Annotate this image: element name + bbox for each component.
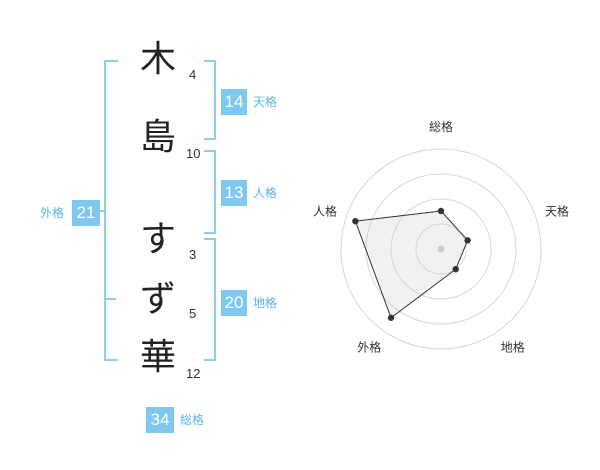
- radar-point-4: [387, 314, 395, 321]
- stroke-count-1: 4: [189, 67, 197, 82]
- tenkaku-bracket: [204, 60, 216, 140]
- radar-ring-1: [415, 223, 467, 275]
- name-char-5: 華: [140, 337, 177, 378]
- name-char-1: 木: [140, 39, 177, 80]
- gaikaku-value-badge: 21: [72, 200, 100, 226]
- radar-axis-label-1: 総格: [429, 119, 453, 134]
- chikaku-bracket: [204, 238, 216, 361]
- jinkaku-value-badge: 13: [221, 180, 247, 206]
- radar-axis-label-4: 外格: [357, 340, 381, 355]
- name-char-2: 島: [140, 117, 177, 158]
- radar-point-1: [437, 207, 445, 215]
- radar-point-3: [452, 266, 459, 273]
- outer-bracket: [104, 60, 118, 361]
- stroke-count-3: 3: [189, 247, 197, 262]
- stroke-count-2: 10: [186, 146, 201, 161]
- radar-axis-label-3: 地格: [501, 340, 525, 355]
- soukaku-value-badge: 34: [146, 407, 174, 433]
- radar-point-2: [464, 237, 471, 244]
- chikaku-value-badge: 20: [221, 290, 247, 316]
- gaikaku-label: 外格: [40, 206, 65, 220]
- jinkaku-label: 人格: [253, 186, 278, 200]
- radar-ring-2: [390, 198, 492, 300]
- radar-series-area: [354, 210, 469, 319]
- tenkaku-label: 天格: [253, 95, 278, 109]
- outer-bracket-divider: [104, 298, 116, 300]
- chikaku-label: 地格: [253, 296, 278, 310]
- stroke-count-4: 5: [189, 306, 197, 321]
- radar-axis-label-5: 人格: [313, 203, 337, 218]
- radar-center: [437, 245, 445, 253]
- radar-axis-label-2: 天格: [545, 203, 569, 218]
- jinkaku-bracket: [204, 150, 216, 234]
- soukaku-label: 総格: [180, 413, 205, 427]
- name-char-4: ず: [140, 279, 177, 320]
- tenkaku-value-badge: 14: [221, 89, 247, 115]
- radar-point-5: [352, 217, 359, 225]
- name-char-3: す: [140, 219, 177, 260]
- stroke-count-5: 12: [186, 366, 201, 381]
